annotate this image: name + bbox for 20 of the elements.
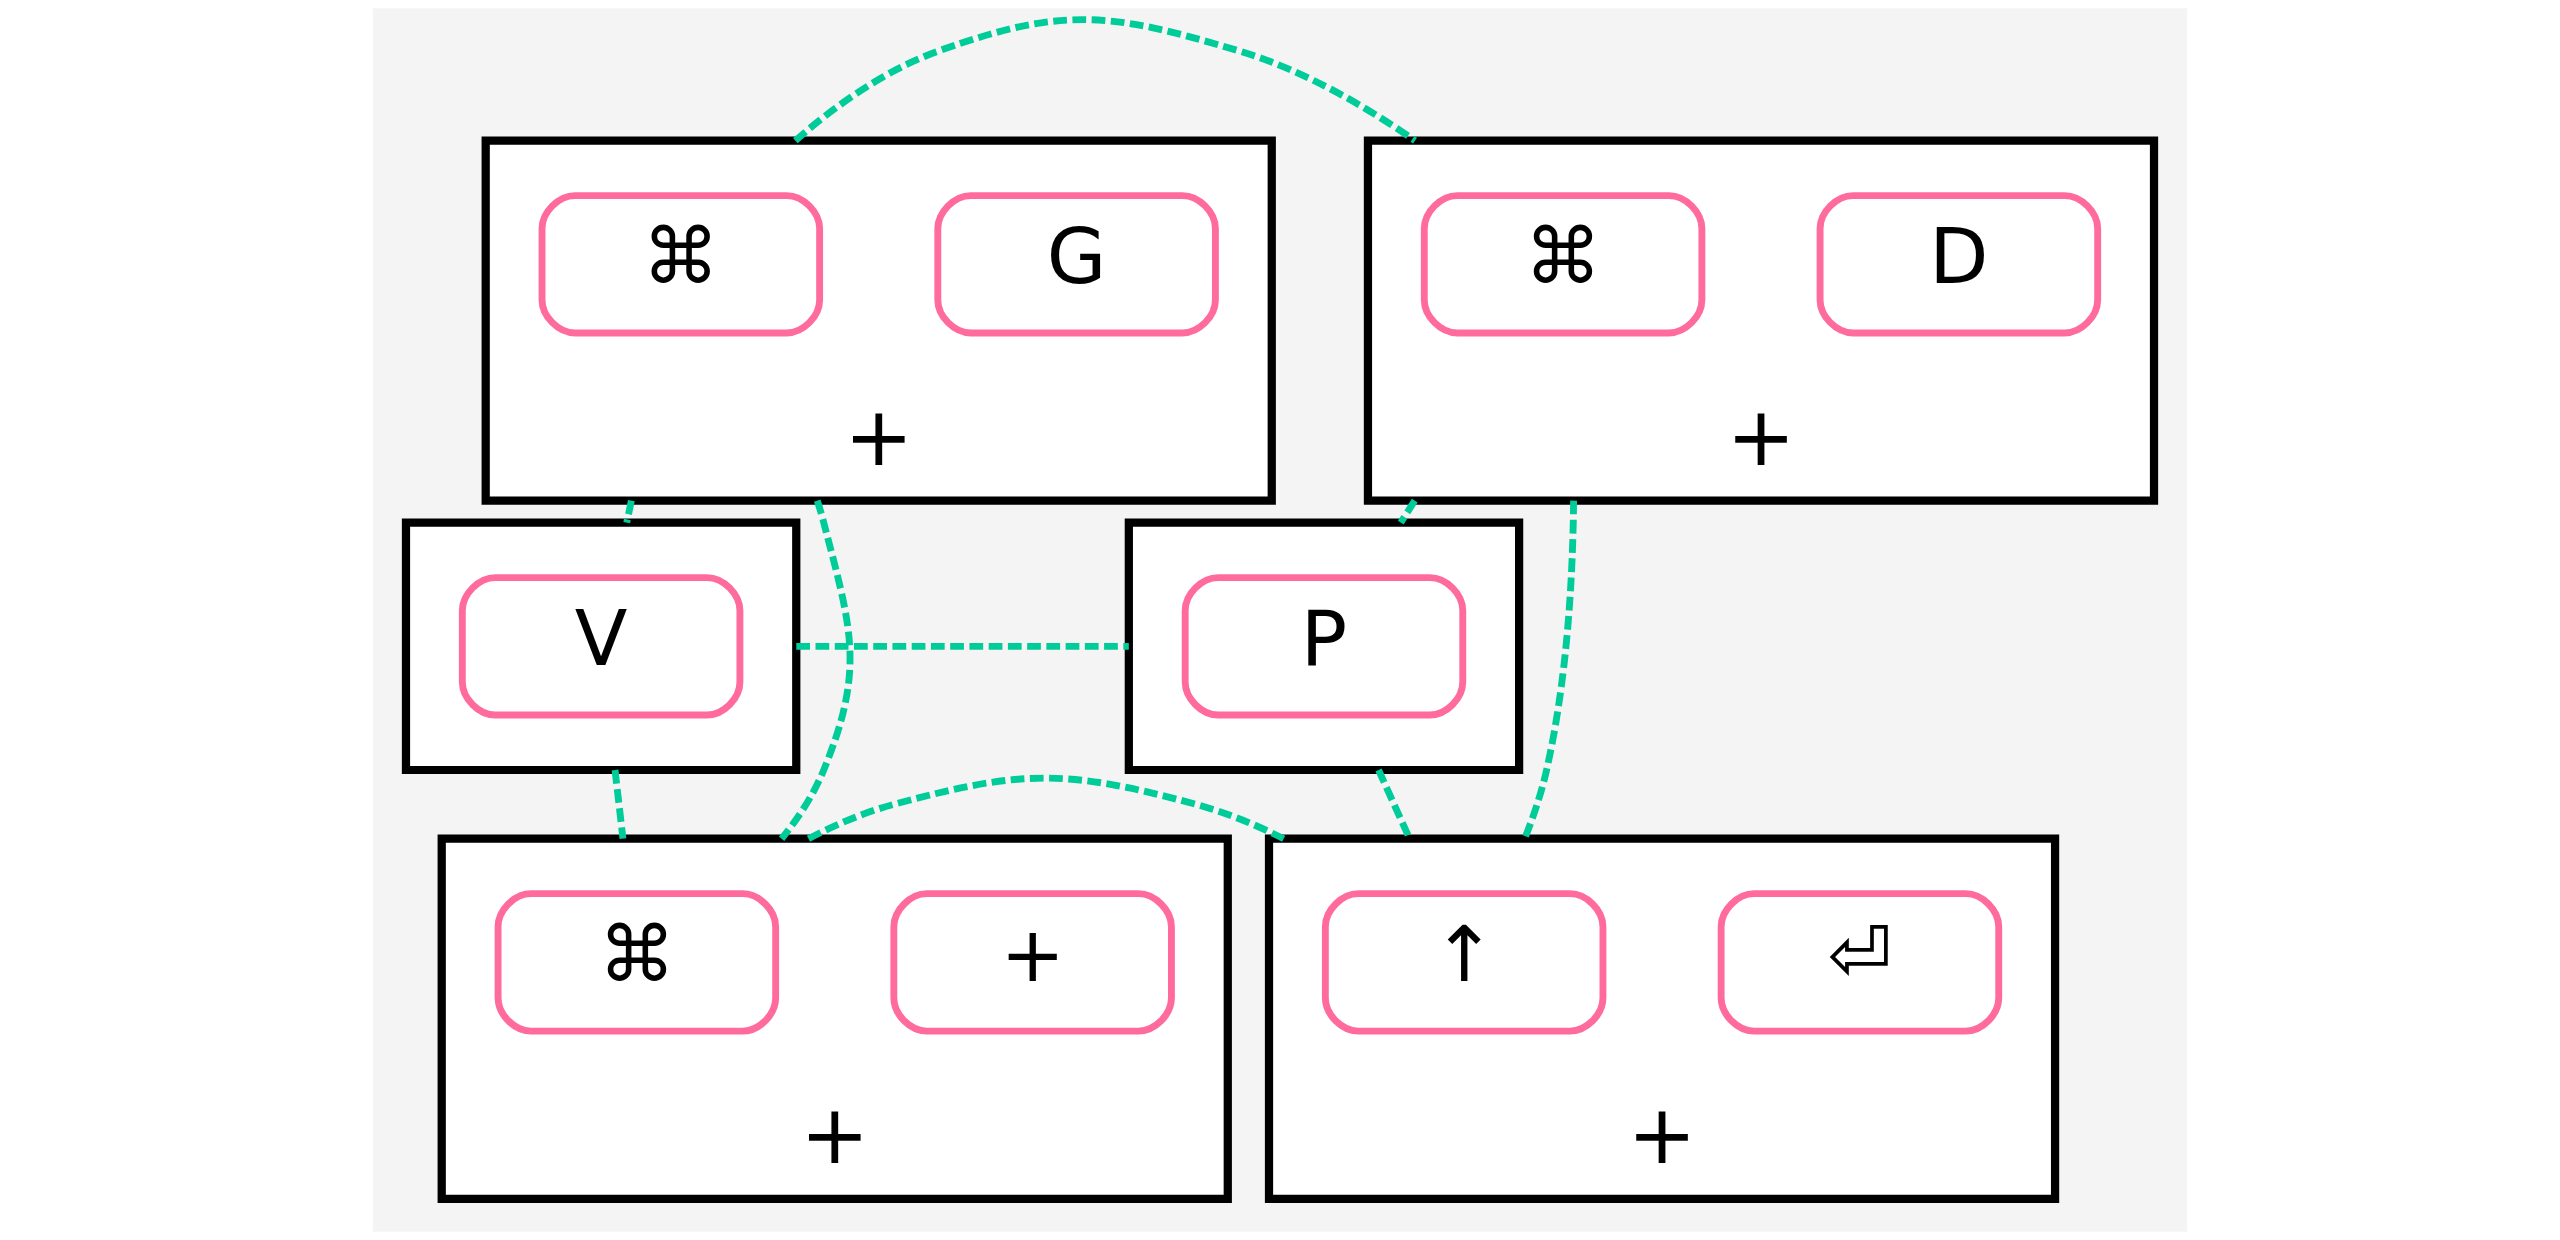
connector [806, 774, 1286, 842]
connector [1397, 498, 1418, 525]
node-box: ⌘ [494, 890, 780, 1035]
node-box: ⏎ [1717, 890, 2003, 1035]
connector [778, 499, 854, 841]
cluster [401, 518, 801, 775]
node-box: ⌘ [1420, 192, 1706, 337]
node-box: P [1181, 574, 1467, 719]
cluster [1124, 518, 1524, 775]
node-box: + [890, 890, 1175, 1035]
connector [611, 769, 627, 840]
connector [796, 642, 1129, 650]
connector [793, 16, 1417, 144]
node-box: V [458, 574, 744, 719]
node-box: ⌘ [538, 192, 824, 337]
connector [1521, 500, 1578, 840]
node-box: G [934, 192, 1219, 337]
node-box: D [1816, 192, 2102, 337]
connector [623, 499, 635, 524]
node-box: ↑ [1321, 890, 1607, 1035]
